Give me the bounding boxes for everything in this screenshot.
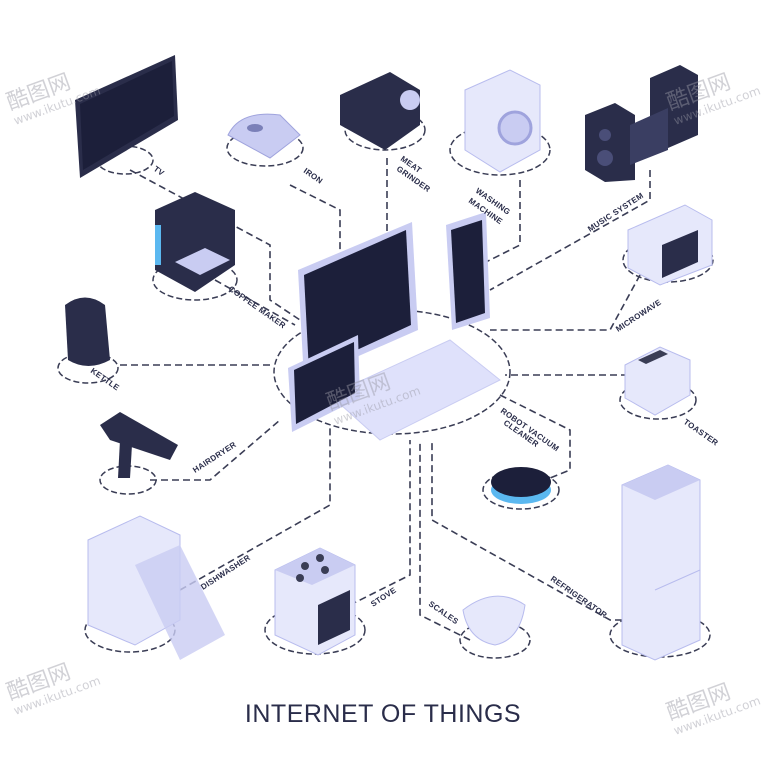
stove-device: [264, 547, 366, 656]
label-scales: SCALES: [427, 599, 461, 626]
tv-device: [75, 55, 178, 178]
refrigerator-device: [609, 464, 711, 661]
kettle-device: [57, 297, 119, 384]
hairdryer-device: [99, 412, 178, 495]
robot-vacuum-device: [482, 467, 560, 510]
page-title: INTERNET OF THINGS: [245, 700, 521, 728]
music-system-device: [585, 65, 698, 182]
label-microwave: MICROWAVE: [614, 297, 663, 333]
label-dishwasher: DISHWASHER: [199, 553, 252, 592]
label-refrigerator: REFRIGERATOR: [549, 574, 609, 620]
label-hairdryer: HAIRDRYER: [191, 440, 238, 475]
dishwasher-device: [84, 515, 225, 660]
meat-grinder-device: [340, 72, 426, 151]
label-iron: IRON: [302, 166, 325, 186]
toaster-device: [619, 346, 697, 420]
central-hub: [273, 212, 511, 441]
iron-device: [226, 113, 304, 167]
label-toaster: TOASTER: [682, 417, 720, 447]
coffee-maker-device: [152, 192, 238, 301]
label-tv: TV: [152, 164, 166, 178]
washing-machine-device: [449, 69, 551, 176]
laptop-screen: [304, 230, 411, 372]
microwave-device: [622, 204, 714, 286]
laptop-keyboard: [329, 339, 501, 441]
label-coffee-maker: COFFEE MAKER: [227, 284, 288, 330]
label-kettle: KETTLE: [89, 366, 121, 392]
scales-device: [459, 595, 531, 659]
